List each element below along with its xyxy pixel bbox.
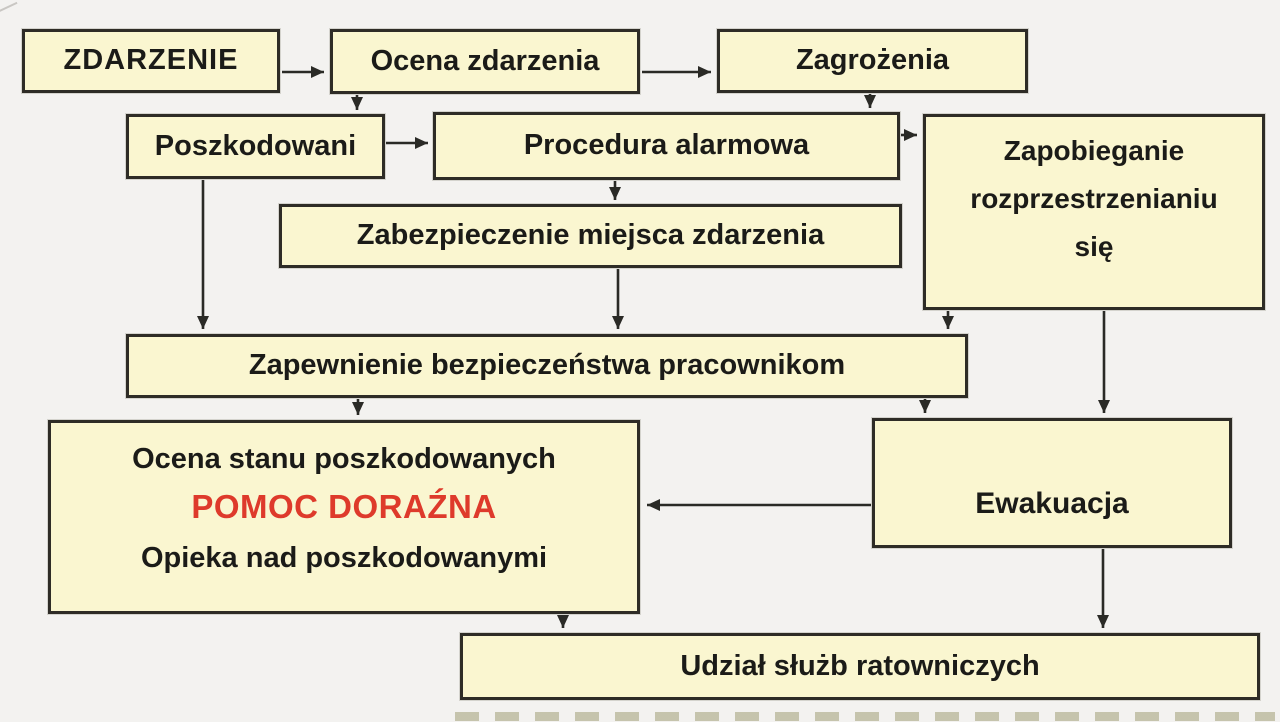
node-label: Zabezpieczenie miejsca zdarzenia xyxy=(356,219,825,252)
node-label: Zapewnienie bezpieczeństwa pracownikom xyxy=(248,349,846,382)
cropped-next-row-artifact xyxy=(455,712,1275,721)
node-zdarzenie: ZDARZENIE xyxy=(22,29,280,93)
node-zagrozenia: Zagrożenia xyxy=(717,29,1028,93)
node-label-line: się xyxy=(1074,231,1114,262)
node-label: Zagrożenia xyxy=(795,44,950,77)
node-label: Ocena zdarzenia xyxy=(370,44,600,77)
node-label-line: Zapobieganie xyxy=(1003,135,1185,166)
node-label-line: rozprzestrzenianiu xyxy=(970,183,1218,214)
node-poszkodowani: Poszkodowani xyxy=(126,114,385,179)
node-ewakuacja: Ewakuacja xyxy=(872,418,1232,548)
node-label: Ewakuacja xyxy=(975,486,1129,520)
node-ocena-zdarzenia: Ocena zdarzenia xyxy=(330,29,640,94)
node-label-line: Opieka nad poszkodowanymi xyxy=(140,542,548,574)
node-udzial-sluzb: Udział służb ratowniczych xyxy=(460,633,1260,700)
node-pomoc-dorazna: Ocena stanu poszkodowanych POMOC DORAŹNA… xyxy=(48,420,640,614)
node-label-line: Ocena stanu poszkodowanych xyxy=(132,443,556,475)
node-label: ZDARZENIE xyxy=(63,44,239,77)
node-zapewnienie: Zapewnienie bezpieczeństwa pracownikom xyxy=(126,334,968,398)
pomoc-dorazna-red-label: POMOC DORAŹNA xyxy=(191,488,497,525)
node-label: Procedura alarmowa xyxy=(523,129,810,162)
node-label: Udział służb ratowniczych xyxy=(680,649,1040,682)
node-label: Poszkodowani xyxy=(154,129,357,162)
node-procedura-alarmowa: Procedura alarmowa xyxy=(433,112,900,180)
node-zapobieganie: Zapobieganie rozprzestrzenianiu się xyxy=(923,114,1265,310)
node-zabezpieczenie: Zabezpieczenie miejsca zdarzenia xyxy=(279,204,902,268)
